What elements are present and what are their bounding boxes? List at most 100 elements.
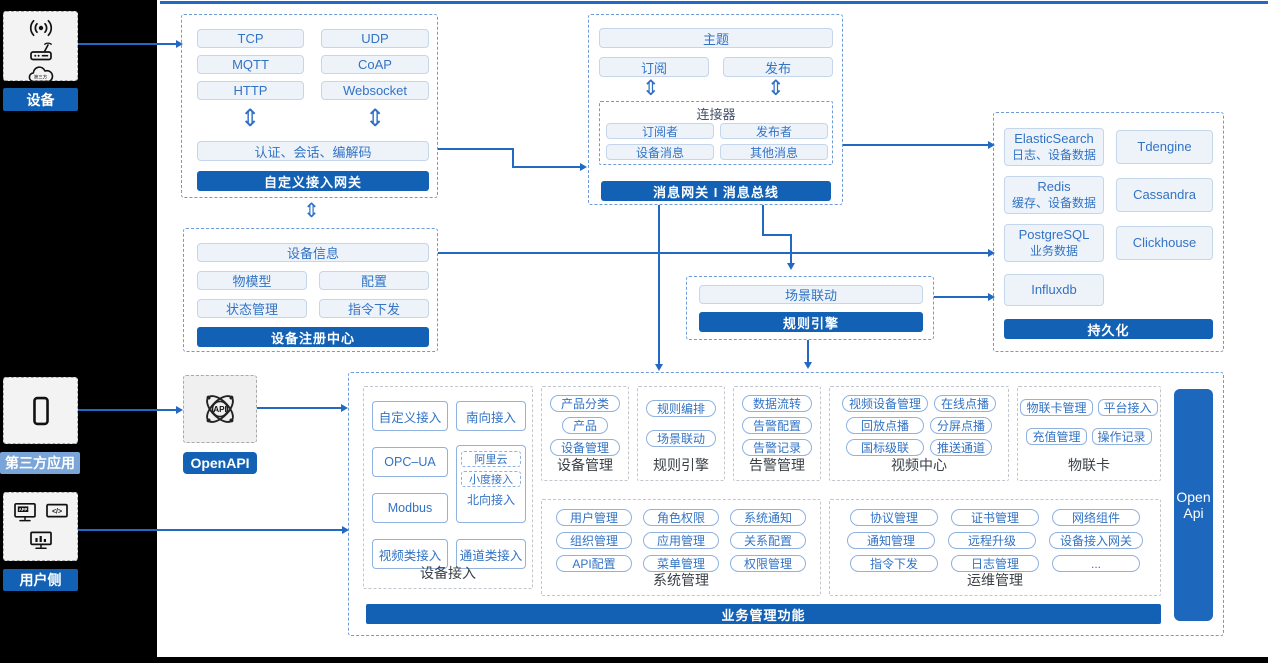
persistence-title-bar: 持久化 [1004, 319, 1213, 339]
svg-text:</>: </> [51, 508, 61, 515]
double-arrow-icon [767, 78, 785, 99]
connector-line [257, 407, 342, 409]
connector-title: 连接器 [696, 107, 736, 122]
device-access-label: 设备接入 [420, 565, 476, 581]
pill-data-flow: 数据流转 [741, 395, 812, 412]
publisher-box: 发布者 [720, 123, 828, 139]
api-atom-icon: API [199, 388, 241, 430]
message-gateway-group: 主题 订阅 发布 连接器 订阅者 发布者 设备消息 其他消息 消息网关 I 消息… [588, 14, 843, 205]
rule-engine-group: 场景联动 规则引擎 [686, 276, 934, 340]
pill-api-config: API配置 [556, 555, 632, 572]
section-ops-mgmt: 协议管理 证书管理 网络组件 通知管理 远程升级 设备接入网关 指令下发 日志管… [829, 499, 1161, 596]
wifi-signal-icon [28, 18, 54, 38]
arrowhead [988, 293, 995, 301]
protocol-mqtt: MQTT [197, 55, 304, 74]
phone-icon [32, 396, 50, 426]
arrowhead [176, 40, 183, 48]
arrowhead [988, 249, 995, 257]
subscriber-box: 订阅者 [606, 123, 714, 139]
protocol-http: HTTP [197, 81, 304, 100]
pill-system-notice: 系统通知 [730, 509, 806, 526]
store-postgresql: PostgreSQL 业务数据 [1004, 224, 1104, 262]
pill-rule-orchestration: 规则编排 [645, 400, 716, 417]
pill-menu-mgmt: 菜单管理 [643, 555, 719, 572]
top-accent-line [160, 1, 1268, 4]
pill-push-channel: 推送通道 [930, 439, 993, 456]
pill-live-play: 在线点播 [934, 395, 997, 412]
connector-line [658, 205, 660, 365]
chart-monitor-icon [29, 531, 53, 551]
device-info-box: 设备信息 [197, 243, 429, 262]
section-iot-card: 物联卡管理 平台接入 充值管理 操作记录 物联卡 [1017, 386, 1161, 481]
connector-line [762, 234, 792, 236]
business-title-bar: 业务管理功能 [366, 604, 1161, 624]
protocol-websocket: Websocket [321, 81, 429, 100]
arrowhead [580, 163, 587, 171]
connector-line [934, 296, 989, 298]
arrowhead [655, 364, 663, 371]
command-dispatch-box: 指令下发 [319, 299, 429, 318]
pill-platform-access: 平台接入 [1097, 399, 1158, 416]
pill-network-component: 网络组件 [1052, 509, 1140, 526]
protocol-tcp: TCP [197, 29, 304, 48]
access-northbound-group: 阿里云 小度接入 北向接入 [456, 445, 526, 523]
double-arrow-icon [642, 78, 660, 99]
access-opcua: OPC–UA [372, 447, 448, 477]
connector-line [843, 144, 989, 146]
publish-box: 发布 [723, 57, 833, 77]
pill-user-mgmt: 用户管理 [556, 509, 632, 526]
double-arrow-icon [303, 201, 320, 221]
store-cassandra: Cassandra [1116, 178, 1213, 212]
access-video: 视频类接入 [372, 539, 448, 569]
pill-notice-mgmt: 通知管理 [846, 532, 935, 549]
third-party-source-label: 第三方应用 [0, 452, 80, 474]
code-window-icon: </> [45, 502, 69, 522]
device-registry-group: 设备信息 物模型 配置 状态管理 指令下发 设备注册中心 [183, 228, 438, 352]
pill-iot-card-mgmt: 物联卡管理 [1020, 399, 1093, 416]
connector-line [762, 205, 764, 236]
device-mgmt-label: 设备管理 [557, 457, 613, 473]
app-window-icon: APP [13, 502, 37, 522]
pill-alarm-record: 告警记录 [741, 439, 812, 456]
other-message-box: 其他消息 [720, 144, 828, 160]
arrowhead [787, 263, 795, 270]
access-southbound: 南向接入 [456, 401, 526, 431]
device-source-box: 第三方 [3, 11, 78, 83]
pill-remote-upgrade: 远程升级 [947, 532, 1036, 549]
svg-text:第三方: 第三方 [33, 74, 47, 81]
openapi-label: OpenAPI [183, 452, 257, 474]
persistence-group: ElasticSearch 日志、设备数据 Tdengine Redis 缓存、… [993, 112, 1224, 352]
open-api-vertical-bar: Open Api [1174, 389, 1213, 621]
access-custom: 自定义接入 [372, 401, 448, 431]
user-side-source-box: APP </> [3, 492, 78, 561]
protocol-coap: CoAP [321, 55, 429, 74]
store-clickhouse: Clickhouse [1116, 226, 1213, 260]
pill-permission-mgmt: 权限管理 [730, 555, 806, 572]
section-rule-engine: 规则编排 场景联动 规则引擎 [637, 386, 725, 481]
connector-group: 连接器 订阅者 发布者 设备消息 其他消息 [599, 101, 833, 165]
pill-product: 产品 [561, 417, 608, 434]
double-arrow-icon [240, 107, 260, 131]
pill-role-permission: 角色权限 [643, 509, 719, 526]
pill-more: ... [1052, 555, 1140, 572]
scene-linkage-box: 场景联动 [699, 285, 923, 304]
connector-line [78, 409, 177, 411]
double-arrow-icon [365, 107, 385, 131]
pill-split-screen: 分屏点播 [930, 417, 993, 434]
section-device-access: 自定义接入 OPC–UA Modbus 视频类接入 南向接入 阿里云 小度接入 … [363, 386, 533, 589]
pill-app-mgmt: 应用管理 [643, 532, 719, 549]
device-source-label: 设备 [3, 88, 78, 111]
router-icon [28, 42, 54, 62]
arrowhead [341, 404, 348, 412]
alarm-mgmt-label: 告警管理 [749, 457, 805, 473]
arrowhead [804, 362, 812, 369]
protocol-udp: UDP [321, 29, 429, 48]
auth-session-codec-box: 认证、会话、编解码 [197, 141, 429, 161]
svg-text:API: API [213, 405, 227, 414]
section-system-mgmt: 用户管理 角色权限 系统通知 组织管理 应用管理 关系配置 API配置 菜单管理… [541, 499, 821, 596]
section-alarm-mgmt: 数据流转 告警配置 告警记录 告警管理 [733, 386, 821, 481]
svg-text:APP: APP [18, 507, 27, 512]
store-tdengine: Tdengine [1116, 130, 1213, 164]
connector-line [78, 529, 343, 531]
message-bus-title-bar: 消息网关 I 消息总线 [601, 181, 831, 201]
